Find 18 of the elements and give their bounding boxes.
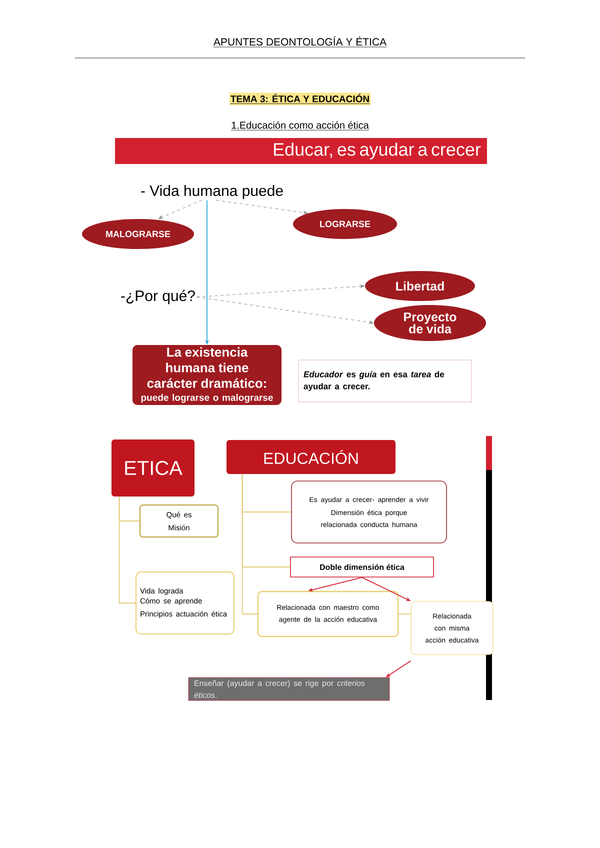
- section-heading: TEMA 3: ÉTICA Y EDUCACIÓN: [229, 92, 371, 106]
- dashed-arrow: [196, 284, 364, 298]
- bullet-text: -¿Por qué?: [121, 290, 195, 304]
- note-box: Educador es guía en esa tarea de ayudar a crecer.: [298, 360, 472, 402]
- connector-line: [242, 474, 258, 614]
- text-box: Enseñar (ayudar a crecer) se rige por criterios éticos.: [188, 677, 390, 701]
- dashed-arrow: [158, 200, 202, 219]
- dashed-arrow: [196, 296, 374, 324]
- title-box: EDUCACIÓN: [226, 440, 396, 474]
- dashed-arrow: [216, 200, 308, 214]
- bullet-text: - Vida humana puede: [141, 185, 283, 199]
- subheading: 1.Educación como acción ética: [230, 121, 370, 130]
- text-box: La existencia humana tiene carácter dramático: puede lograrse o malograrse: [132, 345, 282, 405]
- connector-line: [118, 496, 136, 604]
- title-box: ETICA: [112, 440, 194, 496]
- label-box: Doble dimensión ética: [290, 556, 434, 578]
- page-header: APUNTES DEONTOLOGÍA Y ÉTICA: [213, 36, 387, 48]
- banner: Educar, es ayudar a crecer: [115, 138, 487, 164]
